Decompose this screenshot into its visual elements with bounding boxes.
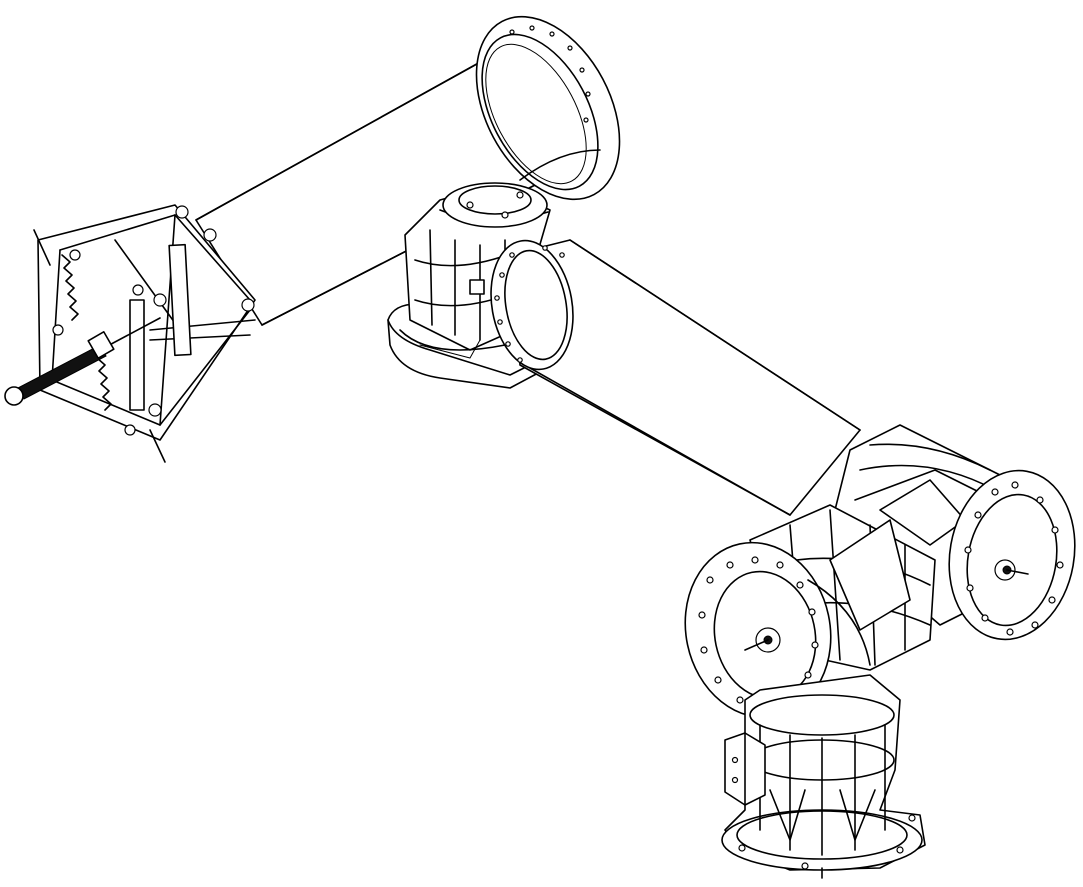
shoulder-flange-ring [475,15,621,201]
wrist-assembly [684,424,1076,719]
end-effector-frame [4,204,256,463]
base-pedestal [721,674,926,879]
elbow-flange [490,239,574,371]
